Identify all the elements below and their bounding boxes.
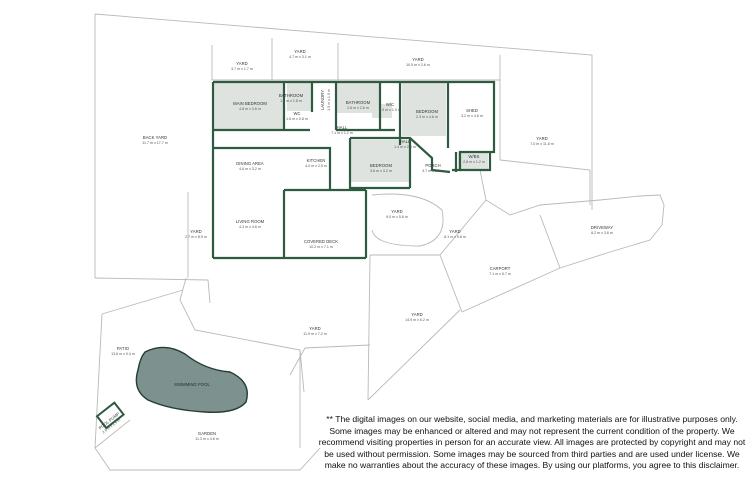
dim-yard-top-right: 10.5 m x 2.6 m: [406, 63, 430, 67]
label-main-bedroom: MAIN BEDROOM: [233, 101, 267, 106]
dim-hall-1: 7.1 m x 1.2 m: [331, 131, 353, 135]
dim-ensuite: 1.6 m x 0.8 m: [286, 117, 308, 121]
dim-dining: 4.6 m x 3.2 m: [239, 167, 261, 171]
dim-porch: 3.7 m x 2.0 m: [422, 169, 444, 173]
label-bathroom-1: BATHROOM: [279, 93, 304, 98]
dim-garden: 11.3 m x 4.6 m: [195, 437, 219, 441]
label-dining: DINING AREA: [236, 161, 264, 166]
dim-yard-left-small: 2.7 m x 8.5 m: [185, 235, 207, 239]
dim-main-bedroom: 4.8 m x 3.6 m: [239, 107, 261, 111]
label-yard-bottom: YARD: [309, 326, 321, 331]
label-hall-2: HALL: [400, 139, 411, 144]
label-ensuite: WC: [293, 111, 300, 116]
label-kitchen: KITCHEN: [307, 158, 326, 163]
label-yard-top-left: YARD: [236, 61, 248, 66]
swimming-pool-shape: [135, 346, 248, 413]
room-fills: [214, 83, 488, 182]
dim-bedroom-1: 2.3 m x 4.6 m: [416, 115, 438, 119]
label-yard-front-right: YARD: [449, 229, 461, 234]
label-yard-right: YARD: [536, 136, 548, 141]
dim-shed: 3.2 m x 4.6 m: [461, 114, 483, 118]
dim-yard-bottom: 11.9 m x 7.2 m: [303, 332, 327, 336]
dim-kitchen: 4.0 m x 2.5 m: [305, 164, 327, 168]
dim-bathroom-1: 1.8 m x 1.8 m: [280, 99, 302, 103]
label-shed: SHED: [466, 108, 478, 113]
dim-yard-bottom-right: 14.9 m x 6.2 m: [405, 318, 429, 322]
label-laundry: LAUNDRY: [320, 90, 325, 110]
dim-covered-deck: 10.2 m x 7.1 m: [309, 245, 333, 249]
label-living: LIVING ROOM: [236, 219, 265, 224]
label-wcb: W/BS: [469, 154, 480, 159]
dim-hall-2: 1.4 m x 2.8 m: [394, 145, 416, 149]
dim-laundry: 1.5 m x 1.0 m: [327, 89, 331, 111]
pool-area: [95, 346, 248, 430]
label-bathroom-2: BATHROOM: [346, 100, 371, 105]
label-driveway: DRIVEWAY: [591, 225, 613, 230]
label-porch: PORCH: [425, 163, 440, 168]
label-covered-deck: COVERED DECK: [304, 239, 338, 244]
label-yard-bottom-right: YARD: [411, 312, 423, 317]
disclaimer-text: ** The digital images on our website, so…: [318, 414, 746, 471]
label-bedroom-1: BEDROOM: [416, 109, 438, 114]
label-garden: GARDEN: [198, 431, 216, 436]
dim-patio: 13.6 m x 9.4 m: [111, 352, 135, 356]
dim-yard-front: 9.0 m x 5.6 m: [386, 215, 408, 219]
walls: [211, 80, 496, 260]
label-yard-top-mid: YARD: [294, 49, 306, 54]
dim-back-yard: 11.7 m x 17.7 m: [142, 141, 168, 145]
dim-wc: 1.9 m x 1.0 m: [379, 108, 401, 112]
dim-yard-top-mid: 4.7 m x 3.1 m: [289, 55, 311, 59]
label-carport: CARPORT: [490, 266, 511, 271]
dim-yard-right: 7.0 m x 11.8 m: [530, 142, 554, 146]
label-patio: PATIO: [117, 346, 130, 351]
label-yard-left-small: YARD: [190, 229, 202, 234]
pool-pump-box: [95, 401, 125, 430]
label-yard-top-right: YARD: [412, 57, 424, 62]
site-outline: [94, 13, 665, 471]
label-hall-1: HALL: [337, 125, 348, 130]
dim-wcb: 2.8 m x 1.2 m: [463, 160, 485, 164]
dim-driveway: 8.2 m x 3.6 m: [591, 231, 613, 235]
room-labels: YARD 3.7 m x 1.7 m YARD 4.7 m x 3.1 m YA…: [98, 49, 614, 441]
dim-bedroom-2: 3.6 m x 3.2 m: [370, 169, 392, 173]
label-bedroom-2: BEDROOM: [370, 163, 392, 168]
dim-yard-front-right: 8.1 m x 9.8 m: [444, 235, 466, 239]
dim-living: 4.3 m x 4.6 m: [239, 225, 261, 229]
label-back-yard: BACK YARD: [143, 135, 167, 140]
dim-bathroom-2: 2.6 m x 2.6 m: [347, 106, 369, 110]
label-yard-front: YARD: [391, 209, 403, 214]
dim-carport: 7.1 m x 5.7 m: [489, 272, 511, 276]
label-swimming-pool: SWIMMING POOL: [174, 382, 210, 387]
dim-yard-top-left: 3.7 m x 1.7 m: [231, 67, 253, 71]
label-wc: W/C: [386, 102, 394, 107]
